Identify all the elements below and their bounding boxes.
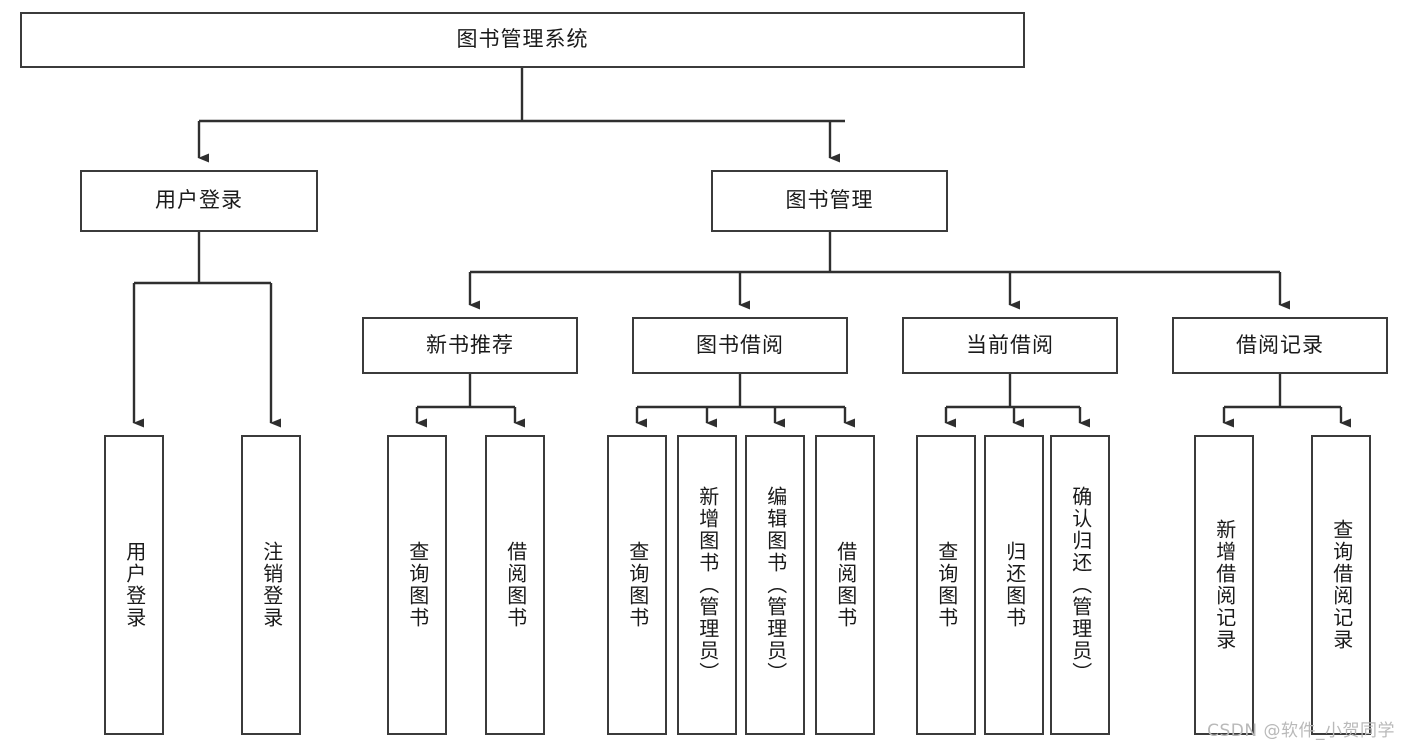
node-label: 借阅图书 xyxy=(503,541,528,629)
node-leaf-borrow-book[interactable]: 借阅图书 xyxy=(815,435,875,735)
node-label: 用户登录 xyxy=(122,541,147,629)
node-label: 图书管理系统 xyxy=(456,27,589,52)
node-label: 归还图书 xyxy=(1002,541,1027,629)
node-leaf-query-borrow-record[interactable]: 查询借阅记录 xyxy=(1311,435,1371,735)
node-current-borrow[interactable]: 当前借阅 xyxy=(902,317,1118,374)
node-label: 借阅图书 xyxy=(833,541,858,629)
node-label: 图书管理 xyxy=(785,188,874,213)
node-label: 查询图书 xyxy=(625,541,650,629)
node-leaf-user-login[interactable]: 用户登录 xyxy=(104,435,164,735)
node-label: 借阅记录 xyxy=(1236,332,1324,357)
node-leaf-add-borrow-record[interactable]: 新增借阅记录 xyxy=(1194,435,1254,735)
node-label: 编辑图书（管理员） xyxy=(763,486,788,684)
node-label: 当前借阅 xyxy=(966,332,1054,357)
node-leaf-edit-book-admin[interactable]: 编辑图书（管理员） xyxy=(745,435,805,735)
node-label: 查询图书 xyxy=(405,541,430,629)
node-label: 新增图书（管理员） xyxy=(695,486,720,684)
node-leaf-add-book-admin[interactable]: 新增图书（管理员） xyxy=(677,435,737,735)
node-leaf-borrow-book-recommend[interactable]: 借阅图书 xyxy=(485,435,545,735)
node-leaf-return-book[interactable]: 归还图书 xyxy=(984,435,1044,735)
node-label: 图书借阅 xyxy=(696,332,784,357)
node-label: 查询借阅记录 xyxy=(1329,519,1354,651)
node-label: 新增借阅记录 xyxy=(1212,519,1237,651)
node-label: 查询图书 xyxy=(934,541,959,629)
node-label: 注销登录 xyxy=(259,541,284,629)
node-book-management[interactable]: 图书管理 xyxy=(711,170,948,232)
node-new-book-recommendation[interactable]: 新书推荐 xyxy=(362,317,578,374)
node-label: 确认归还（管理员） xyxy=(1068,486,1093,684)
node-leaf-query-book-borrow[interactable]: 查询图书 xyxy=(607,435,667,735)
node-root-book-management-system[interactable]: 图书管理系统 xyxy=(20,12,1025,68)
watermark: CSDN @软件_小贺同学 xyxy=(1207,721,1395,741)
node-leaf-user-logout[interactable]: 注销登录 xyxy=(241,435,301,735)
node-label: 新书推荐 xyxy=(426,332,514,357)
node-leaf-confirm-return-admin[interactable]: 确认归还（管理员） xyxy=(1050,435,1110,735)
node-leaf-query-book-current[interactable]: 查询图书 xyxy=(916,435,976,735)
node-label: 用户登录 xyxy=(155,188,243,213)
node-leaf-query-book-recommend[interactable]: 查询图书 xyxy=(387,435,447,735)
node-user-login[interactable]: 用户登录 xyxy=(80,170,318,232)
node-borrow-record[interactable]: 借阅记录 xyxy=(1172,317,1388,374)
node-book-borrow[interactable]: 图书借阅 xyxy=(632,317,848,374)
